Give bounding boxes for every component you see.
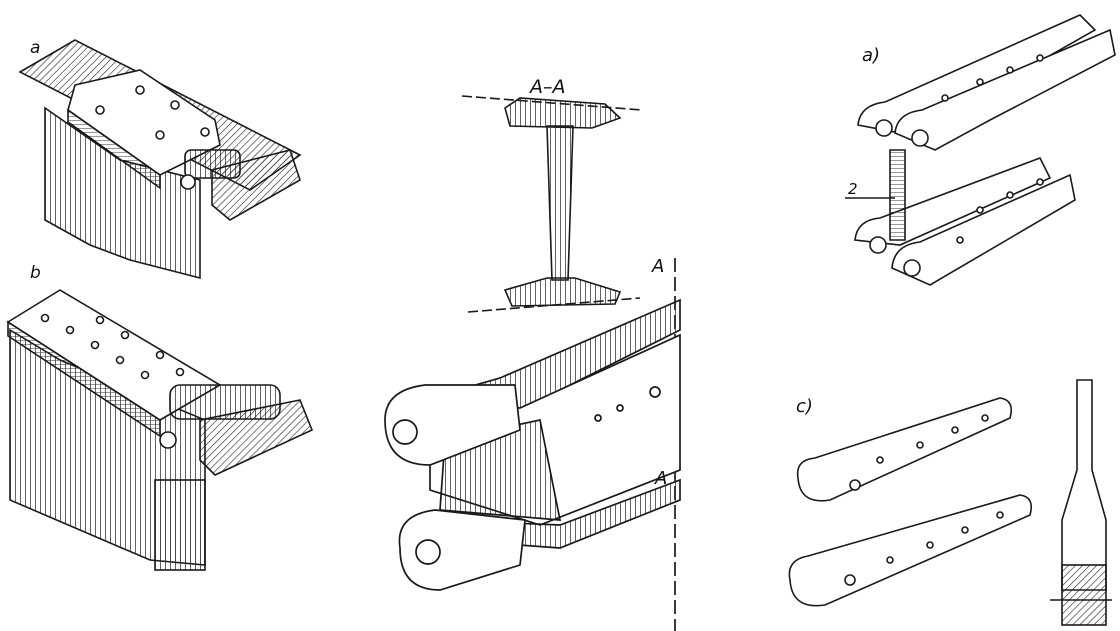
section-label: A–A — [530, 76, 566, 98]
figure-a-right-fork — [845, 14, 1116, 286]
figure-a-label: a — [30, 38, 41, 58]
section-mark-bottom: A — [655, 468, 668, 489]
part-number-label: 2 — [848, 180, 858, 198]
figure-c-links — [788, 379, 1112, 626]
figure-b-fitting — [6, 289, 314, 571]
spar-assembly — [384, 258, 681, 631]
figure-b-label: b — [30, 263, 41, 283]
figure-c-label: c) — [796, 396, 813, 417]
section-mark-top: A — [652, 256, 665, 277]
section-a-a — [461, 95, 643, 313]
figure-a-fitting — [18, 39, 302, 280]
figure-a-right-label: a) — [862, 45, 881, 66]
